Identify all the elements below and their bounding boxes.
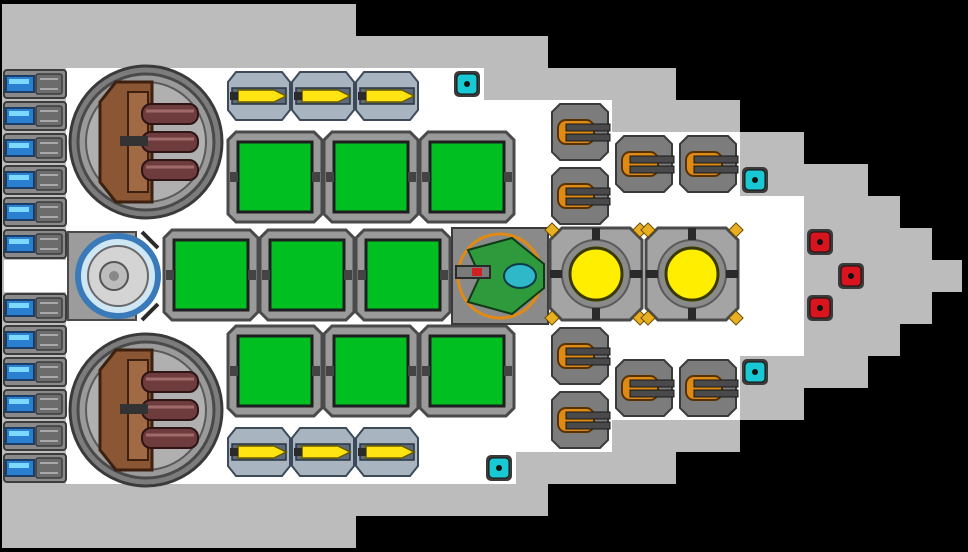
cargo-block-icon[interactable] bbox=[354, 228, 452, 322]
gun-icon[interactable] bbox=[615, 135, 675, 193]
light-node-icon[interactable] bbox=[742, 359, 768, 385]
cargo-block-icon[interactable] bbox=[322, 324, 420, 418]
cargo-block-icon[interactable] bbox=[322, 130, 420, 224]
deck-left-corridor bbox=[4, 260, 68, 292]
cargo-block-icon[interactable] bbox=[418, 130, 516, 224]
missile-launcher-icon[interactable] bbox=[355, 427, 419, 477]
missile-launcher-icon[interactable] bbox=[355, 71, 419, 121]
thruster-icon[interactable] bbox=[3, 325, 67, 355]
gun-icon[interactable] bbox=[551, 391, 611, 449]
warning-light-icon[interactable] bbox=[807, 295, 833, 321]
thruster-icon[interactable] bbox=[3, 389, 67, 419]
thruster-icon[interactable] bbox=[3, 133, 67, 163]
thruster-icon[interactable] bbox=[3, 69, 67, 99]
missile-launcher-icon[interactable] bbox=[291, 427, 355, 477]
gun-icon[interactable] bbox=[679, 359, 739, 417]
light-node-icon[interactable] bbox=[742, 167, 768, 193]
cargo-block-icon[interactable] bbox=[258, 228, 356, 322]
cockpit-icon[interactable] bbox=[67, 230, 161, 322]
reactor-icon[interactable] bbox=[544, 222, 648, 326]
thruster-icon[interactable] bbox=[3, 293, 67, 323]
gun-icon[interactable] bbox=[551, 103, 611, 161]
gun-icon[interactable] bbox=[551, 327, 611, 385]
turret-icon[interactable] bbox=[68, 64, 224, 220]
cargo-block-icon[interactable] bbox=[418, 324, 516, 418]
drone-bay-icon[interactable] bbox=[451, 227, 549, 325]
warning-light-icon[interactable] bbox=[838, 263, 864, 289]
cargo-block-icon[interactable] bbox=[226, 130, 324, 224]
thruster-icon[interactable] bbox=[3, 357, 67, 387]
thruster-icon[interactable] bbox=[3, 197, 67, 227]
thruster-icon[interactable] bbox=[3, 421, 67, 451]
missile-launcher-icon[interactable] bbox=[227, 71, 291, 121]
gun-icon[interactable] bbox=[551, 167, 611, 225]
turret-icon[interactable] bbox=[68, 332, 224, 488]
thruster-icon[interactable] bbox=[3, 165, 67, 195]
missile-launcher-icon[interactable] bbox=[227, 427, 291, 477]
missile-launcher-icon[interactable] bbox=[291, 71, 355, 121]
thruster-icon[interactable] bbox=[3, 101, 67, 131]
reactor-icon[interactable] bbox=[640, 222, 744, 326]
thruster-icon[interactable] bbox=[3, 453, 67, 483]
cargo-block-icon[interactable] bbox=[226, 324, 324, 418]
warning-light-icon[interactable] bbox=[807, 229, 833, 255]
gun-icon[interactable] bbox=[615, 359, 675, 417]
light-node-icon[interactable] bbox=[486, 455, 512, 481]
thruster-icon[interactable] bbox=[3, 229, 67, 259]
gun-icon[interactable] bbox=[679, 135, 739, 193]
light-node-icon[interactable] bbox=[454, 71, 480, 97]
cargo-block-icon[interactable] bbox=[162, 228, 260, 322]
